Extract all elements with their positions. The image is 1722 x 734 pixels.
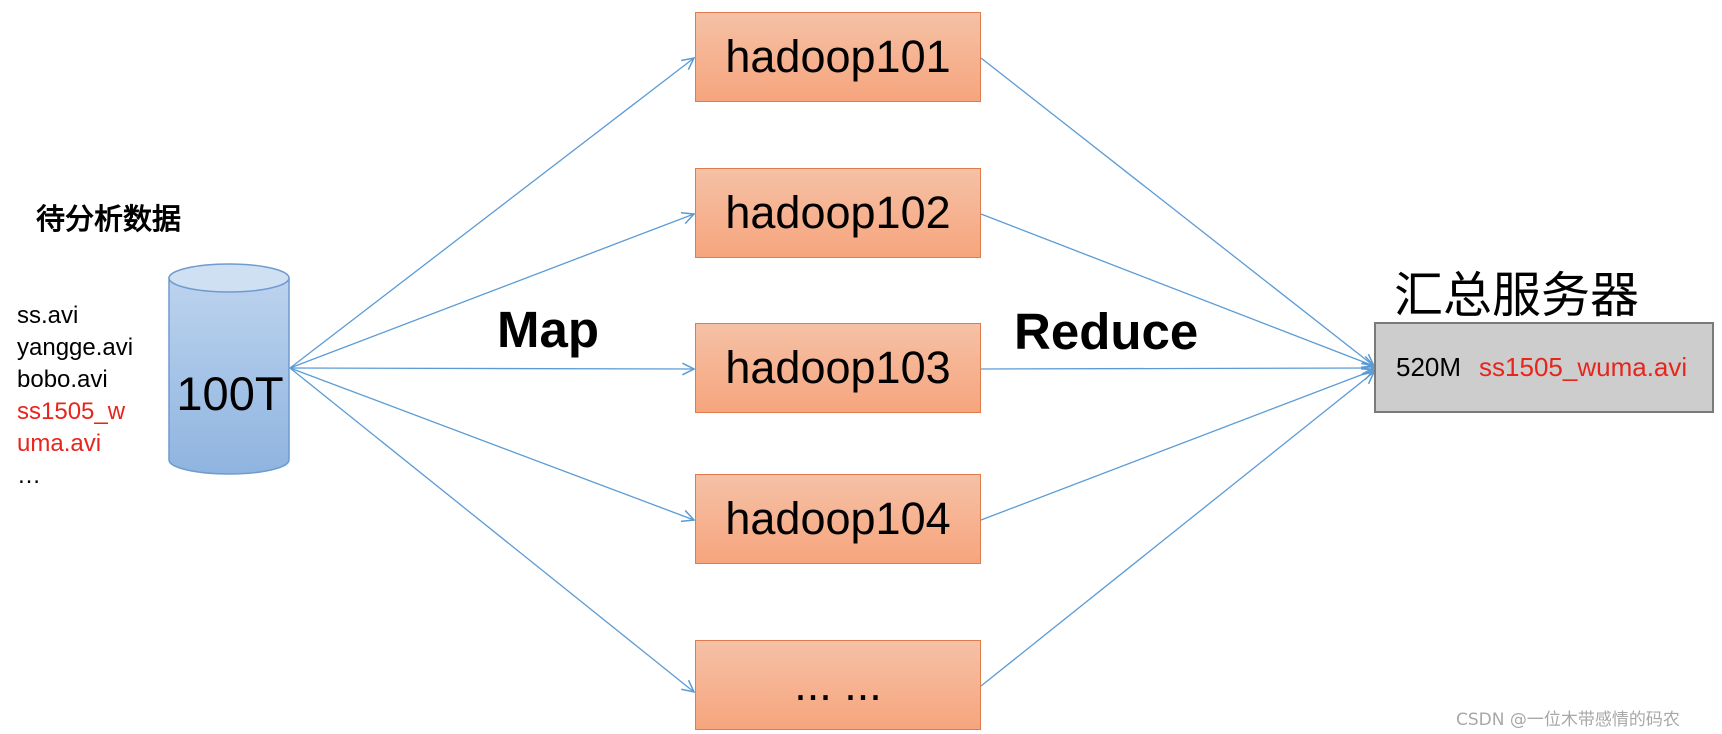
- map-arrow-5: [289, 367, 694, 692]
- reduce-phase-label: Reduce: [1014, 303, 1199, 360]
- server-file: ss1505_wuma.avi: [1479, 352, 1688, 382]
- database-cylinder: [168, 263, 290, 475]
- file-item: uma.avi: [17, 430, 102, 457]
- server-size: 520M: [1396, 352, 1462, 382]
- reduce-arrow-1: [980, 57, 1374, 366]
- node-hadoop104: hadoop104: [695, 474, 981, 564]
- file-item: bobo.avi: [17, 366, 108, 393]
- map-phase-label: Map: [497, 301, 599, 358]
- file-item: …: [17, 462, 41, 489]
- file-item: ss.avi: [17, 302, 79, 329]
- map-arrow-3: [289, 368, 694, 369]
- node-label: ... ...: [794, 659, 882, 710]
- node-hadoop101: hadoop101: [695, 12, 981, 102]
- map-arrow-4: [289, 367, 694, 520]
- node-hadoop103: hadoop103: [695, 323, 981, 413]
- map-arrow-2: [289, 214, 694, 369]
- reduce-arrow-4: [980, 370, 1374, 521]
- node-label: hadoop101: [725, 31, 951, 82]
- watermark: CSDN @一位木带感情的码农: [1456, 710, 1680, 730]
- node-hadoop102: hadoop102: [695, 168, 981, 258]
- summary-server-title: 汇总服务器: [1394, 267, 1640, 324]
- reduce-arrow-2: [980, 213, 1374, 366]
- node-label: hadoop102: [725, 187, 951, 238]
- node-label: hadoop103: [725, 342, 951, 393]
- database-label: 100T: [176, 367, 284, 420]
- summary-server-box: 520M ss1505_wuma.avi: [1374, 322, 1714, 413]
- file-item: ss1505_w: [17, 398, 126, 425]
- source-data-title: 待分析数据: [36, 202, 182, 236]
- file-item: yangge.avi: [17, 334, 134, 361]
- node-more: ... ...: [695, 640, 981, 730]
- file-list: ss.avi yangge.avi bobo.avi ss1505_w uma.avi …: [17, 300, 133, 492]
- reduce-arrow-3: [980, 368, 1374, 369]
- map-arrow-1: [289, 58, 694, 369]
- reduce-arrow-5: [980, 372, 1374, 687]
- node-label: hadoop104: [725, 493, 951, 544]
